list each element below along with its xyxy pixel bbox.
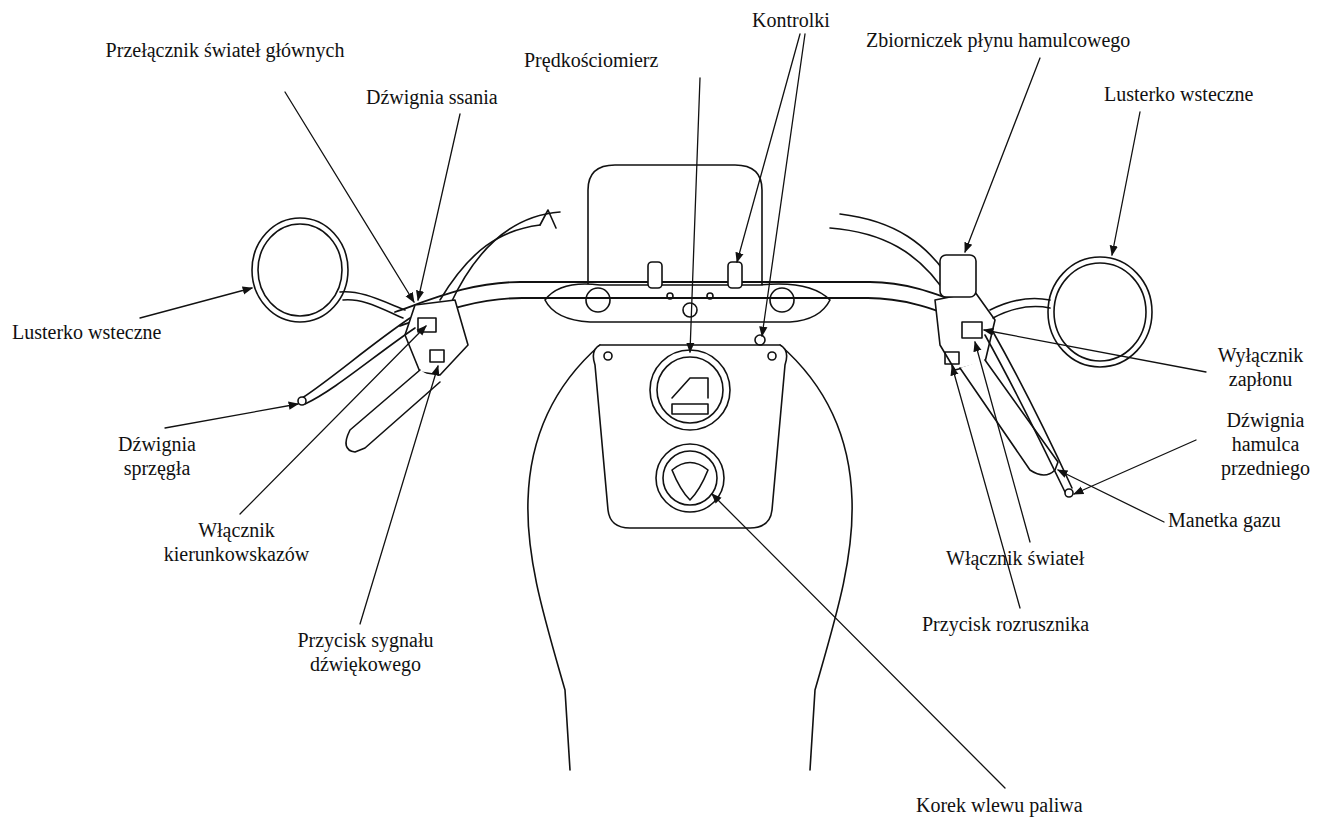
instrument-panel [593, 345, 786, 528]
switch [430, 350, 444, 362]
bolt [683, 303, 697, 317]
handlebar [395, 282, 985, 312]
handlebar [400, 298, 980, 326]
left-grip [346, 370, 440, 452]
fuel-cap [663, 451, 717, 505]
part-label: Włącznik świateł [946, 546, 1084, 570]
part-label: Prędkościomierz [524, 48, 658, 72]
leader-line [762, 34, 805, 336]
leader-line [737, 34, 800, 262]
odometer [672, 404, 708, 414]
clutch-lever [298, 397, 306, 405]
part-label: Kontrolki [752, 8, 830, 32]
left-mirror [252, 218, 348, 322]
cable [450, 212, 560, 305]
leader-line [140, 288, 252, 318]
warning-light [755, 335, 765, 345]
leader-line [418, 114, 460, 300]
part-label: Wyłącznik zapłonu [1198, 343, 1323, 391]
fuel-tank [528, 345, 600, 770]
leader-line [165, 404, 298, 428]
fork-top [586, 288, 610, 312]
brake-reservoir [940, 255, 976, 297]
fuel-tank [780, 345, 852, 770]
warning-light [648, 262, 662, 288]
part-label: Lusterko wsteczne [12, 320, 161, 344]
mirror-stem [993, 306, 1050, 318]
cable [830, 228, 950, 300]
switch [962, 322, 982, 338]
fuel-cap [656, 444, 724, 512]
part-label: Manetka gazu [1168, 508, 1281, 532]
mirror-stem [343, 300, 403, 318]
bolt [768, 352, 776, 360]
left-mirror [258, 224, 342, 316]
brake-lever [1065, 489, 1073, 497]
brake-lever [992, 330, 1072, 488]
leader-line [984, 330, 1206, 372]
headlight [588, 165, 762, 290]
leader-line [952, 366, 1020, 608]
part-label: Dźwignia ssania [366, 85, 498, 109]
brake-lever [985, 335, 1065, 492]
fork-top [770, 288, 794, 312]
choke-lever [540, 210, 556, 228]
leader-line [690, 78, 700, 352]
right-mirror [1048, 257, 1152, 367]
mirror-stem [340, 292, 405, 310]
speedometer-needle [672, 378, 708, 398]
leader-line [285, 92, 414, 302]
warning-light [728, 262, 742, 288]
leader-line [712, 494, 1005, 788]
leader-line [360, 366, 438, 624]
part-label: Przycisk rozrusznika [922, 612, 1089, 636]
leader-line [240, 326, 426, 514]
leader-line [965, 58, 1040, 252]
part-label: Zbiorniczek płynu hamulcowego [866, 28, 1130, 52]
speedometer [657, 357, 723, 423]
leader-line [1112, 112, 1140, 255]
top-clamp [545, 284, 830, 322]
switch [418, 318, 436, 332]
bolt [604, 352, 612, 360]
part-label: Przełącznik świateł głównych [100, 38, 350, 62]
throttle-grip [960, 360, 1058, 475]
leader-line [1074, 440, 1196, 494]
part-label: Dźwignia hamulca przedniego [1198, 408, 1333, 480]
part-label: Przycisk sygnału dźwiękowego [258, 628, 473, 676]
part-label: Korek wlewu paliwa [916, 793, 1083, 817]
part-label: Włącznik kierunkowskazów [124, 518, 349, 566]
cable [440, 225, 540, 300]
switch [945, 352, 959, 364]
part-label: Dźwignia sprzęgła [92, 432, 222, 480]
leader-line [975, 342, 1030, 542]
leader-lines [140, 34, 1206, 788]
part-label: Lusterko wsteczne [1104, 82, 1253, 106]
speedometer [650, 350, 730, 430]
fuel-cap [672, 463, 708, 501]
leader-line [1058, 470, 1164, 522]
